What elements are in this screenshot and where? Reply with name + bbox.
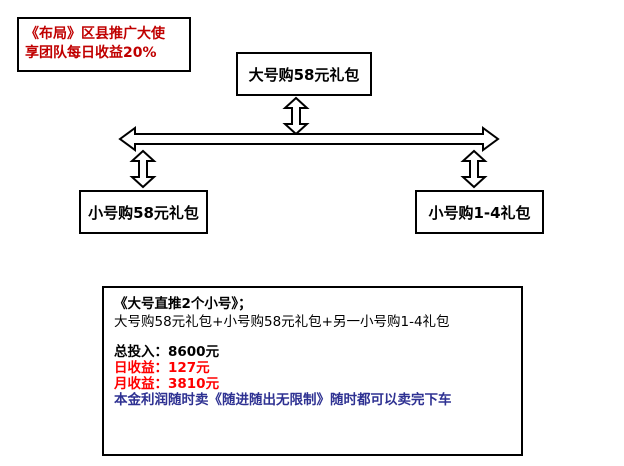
promo-title-box: 《布局》区县推广大使 享团队每日收益20% bbox=[17, 17, 191, 72]
daily-income-value: 127元 bbox=[168, 360, 210, 376]
daily-income-row: 日收益：127元 bbox=[114, 360, 511, 376]
total-investment-value: 8600元 bbox=[168, 344, 220, 360]
total-investment-label: 总投入： bbox=[114, 344, 168, 360]
big-account-node: 大号购58元礼包 bbox=[236, 52, 372, 96]
bar-to-small-left-arrow bbox=[129, 149, 157, 189]
summary-heading: 《大号直推2个小号》； bbox=[114, 296, 252, 312]
small-account-left-node: 小号购58元礼包 bbox=[79, 190, 208, 234]
small-account-right-node: 小号购1-4礼包 bbox=[415, 190, 544, 234]
small-account-right-label: 小号购1-4礼包 bbox=[428, 203, 531, 222]
small-account-left-label: 小号购58元礼包 bbox=[88, 203, 199, 222]
bar-to-small-right-arrow bbox=[460, 149, 488, 189]
total-investment-row: 总投入：8600元 bbox=[114, 344, 511, 360]
horizontal-double-arrow bbox=[118, 126, 500, 152]
summary-box: 《大号直推2个小号》； 大号购58元礼包+小号购58元礼包+另一小号购1-4礼包… bbox=[102, 286, 523, 456]
summary-detail: 大号购58元礼包+小号购58元礼包+另一小号购1-4礼包 bbox=[114, 314, 450, 330]
big-account-label: 大号购58元礼包 bbox=[248, 65, 360, 84]
summary-note: 本金利润随时卖《随进随出无限制》随时都可以卖完下车 bbox=[114, 392, 452, 408]
monthly-income-label: 月收益： bbox=[114, 376, 168, 392]
monthly-income-row: 月收益：3810元 bbox=[114, 376, 511, 392]
monthly-income-value: 3810元 bbox=[168, 376, 220, 392]
promo-title-line2: 享团队每日收益20% bbox=[25, 45, 157, 61]
promo-title-line1: 《布局》区县推广大使 bbox=[25, 26, 165, 42]
daily-income-label: 日收益： bbox=[114, 360, 168, 376]
big-to-bar-arrow bbox=[282, 96, 310, 136]
